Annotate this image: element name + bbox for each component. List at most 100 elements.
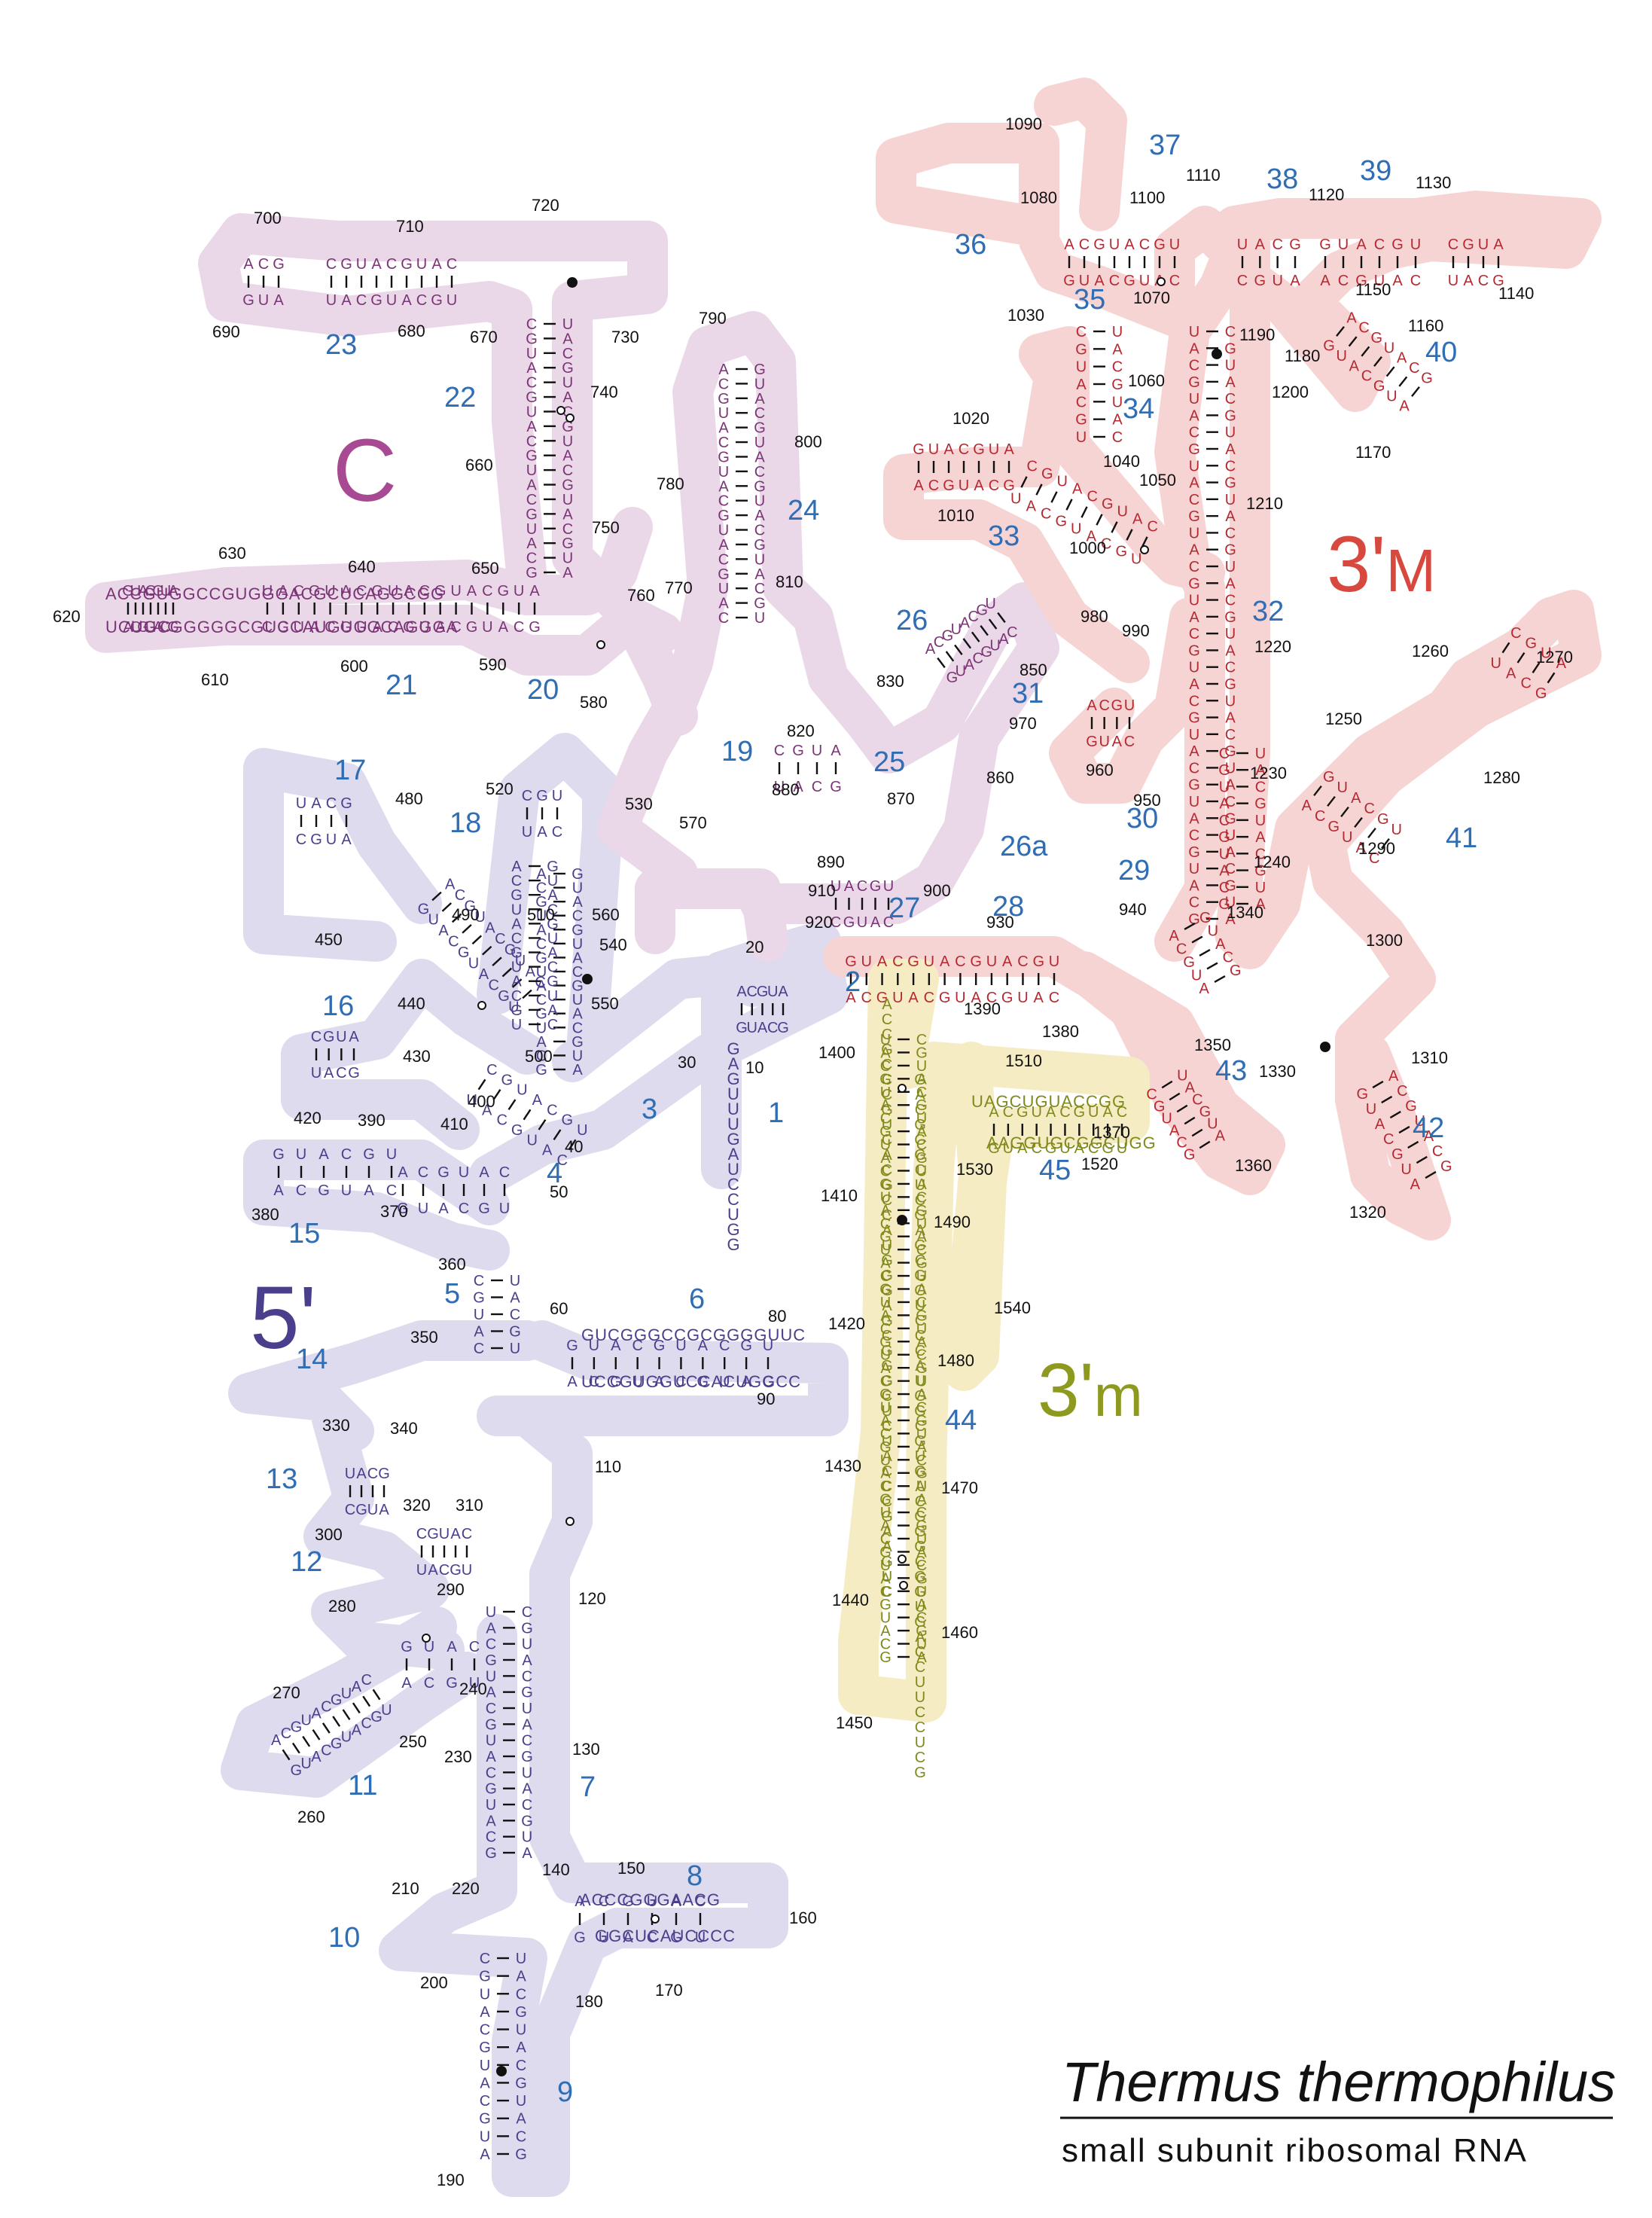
- base-pair-bond: [945, 651, 955, 662]
- base-pair-bond: [492, 956, 502, 966]
- nucleotide: U: [1342, 829, 1352, 846]
- helix-number-11: 11: [348, 1770, 377, 1802]
- nucleotide: G: [1224, 609, 1236, 626]
- nucleotide: G: [340, 256, 352, 273]
- nucleotide: A: [916, 1439, 927, 1456]
- nucleotide: C: [882, 1027, 892, 1043]
- nucleotide: A: [916, 1334, 927, 1350]
- nucleotide: C: [882, 1072, 892, 1088]
- nucleotide: G: [914, 1237, 926, 1254]
- position-number-670: 670: [470, 328, 498, 346]
- nucleotide: C: [326, 795, 337, 812]
- nucleotide: G: [879, 1597, 892, 1613]
- nucleotide: C: [526, 551, 537, 567]
- nucleotide: C: [915, 1313, 925, 1329]
- nucleotide: C: [547, 1017, 558, 1033]
- position-number-120: 120: [578, 1589, 606, 1608]
- position-number-1480: 1480: [937, 1351, 974, 1370]
- nucleotide: U: [915, 1674, 925, 1691]
- base-pair-bond: [980, 625, 989, 636]
- position-number-1060: 1060: [1128, 371, 1165, 390]
- nucleotide: G: [485, 1781, 497, 1798]
- base-pair-bond: [507, 1099, 517, 1110]
- nucleotide: C: [325, 619, 335, 636]
- nucleotide: C: [1225, 861, 1236, 877]
- nucleotide: C: [968, 609, 979, 625]
- base-pair-bond: [538, 1119, 547, 1130]
- nucleotide: U: [1225, 895, 1236, 911]
- nucleotide: U: [480, 1986, 490, 2003]
- nucleotide: C: [831, 914, 841, 931]
- nucleotide: G: [1218, 762, 1230, 779]
- nucleotide: C: [880, 1216, 891, 1232]
- nucleotide: G: [1045, 1140, 1057, 1157]
- nucleotide: A: [1112, 341, 1123, 358]
- nucleotide: A: [971, 990, 981, 1006]
- nucleotide: A: [1225, 642, 1236, 659]
- nucleotide: G: [291, 1719, 303, 1735]
- base-pair-bond: [1184, 922, 1196, 931]
- nucleotide: A: [1185, 1079, 1196, 1096]
- nucleotide: U: [916, 1637, 927, 1653]
- nucleotide: U: [916, 1478, 927, 1495]
- position-number-90: 90: [757, 1390, 775, 1408]
- nucleotide: U: [1415, 1113, 1425, 1130]
- nucleotide: A: [1356, 236, 1367, 253]
- nucleotide: A: [522, 1781, 532, 1798]
- nucleotide: C: [718, 435, 729, 451]
- domain-halos: [85, 78, 1602, 2197]
- nucleotide: U: [915, 1448, 925, 1465]
- nucleotide: A: [479, 966, 489, 983]
- nucleotide: G: [363, 1146, 375, 1163]
- nucleotide: G: [942, 628, 954, 645]
- nucleotide: G: [914, 1584, 926, 1600]
- nucleotide: U: [522, 1765, 532, 1781]
- nucleotide: U: [955, 990, 965, 1006]
- nucleotide: A: [846, 990, 856, 1006]
- position-number-850: 850: [1020, 661, 1047, 679]
- nucleotide: A: [511, 916, 522, 932]
- position-number-170: 170: [655, 1981, 683, 2000]
- nucleotide: U: [1478, 236, 1489, 253]
- nucleotide: U: [1169, 236, 1180, 253]
- nucleotide: C: [915, 1418, 925, 1435]
- nucleotide: U: [1189, 593, 1199, 609]
- nucleotide: C: [345, 1502, 355, 1518]
- position-number-610: 610: [201, 670, 229, 689]
- nucleotide: C: [1225, 458, 1236, 474]
- nucleotide: G: [378, 1466, 390, 1482]
- nucleotide: C: [1189, 693, 1199, 709]
- nucleotide: G: [1154, 1099, 1166, 1115]
- nucleotide: G: [914, 1283, 926, 1299]
- nucleotide: U: [959, 477, 969, 494]
- nucleotide: C: [1255, 846, 1266, 862]
- position-number-490: 490: [452, 905, 480, 924]
- nucleotide: A: [1225, 911, 1236, 928]
- nucleotide: A: [567, 1374, 578, 1390]
- nucleotide: G: [465, 898, 477, 915]
- nucleotide: A: [877, 953, 888, 970]
- nucleotide: C: [882, 1132, 892, 1149]
- nucleotide: G: [1218, 829, 1230, 846]
- nucleotide: G: [574, 1930, 586, 1946]
- nucleotide: U: [916, 1374, 927, 1390]
- nucleotide: A: [916, 1492, 927, 1509]
- position-number-1080: 1080: [1020, 188, 1057, 207]
- nucleotide: A: [916, 1229, 927, 1246]
- nucleotide: C: [1225, 794, 1236, 810]
- caption-organism: Thermus thermophilus: [1062, 2051, 1616, 2113]
- position-number-1260: 1260: [1412, 642, 1449, 661]
- nucleotide: C: [915, 1659, 925, 1676]
- nucleotide: A: [438, 923, 449, 939]
- position-number-1540: 1540: [994, 1298, 1031, 1317]
- nucleotide: U: [882, 1117, 892, 1133]
- nucleotide: C: [535, 975, 545, 991]
- nucleotide: A: [1189, 475, 1199, 492]
- nucleotide: C: [130, 619, 141, 636]
- nucleotide: U: [880, 1610, 891, 1627]
- position-number-800: 800: [794, 432, 822, 451]
- nucleotide-letters: GAGUUUGAUCCUGGACCGCCCGUCACGCCAUGGGAGCGGG…: [105, 584, 1156, 1945]
- nucleotide: G: [403, 619, 415, 636]
- nucleotide: C: [915, 1162, 925, 1179]
- helix-number-20: 20: [527, 674, 559, 706]
